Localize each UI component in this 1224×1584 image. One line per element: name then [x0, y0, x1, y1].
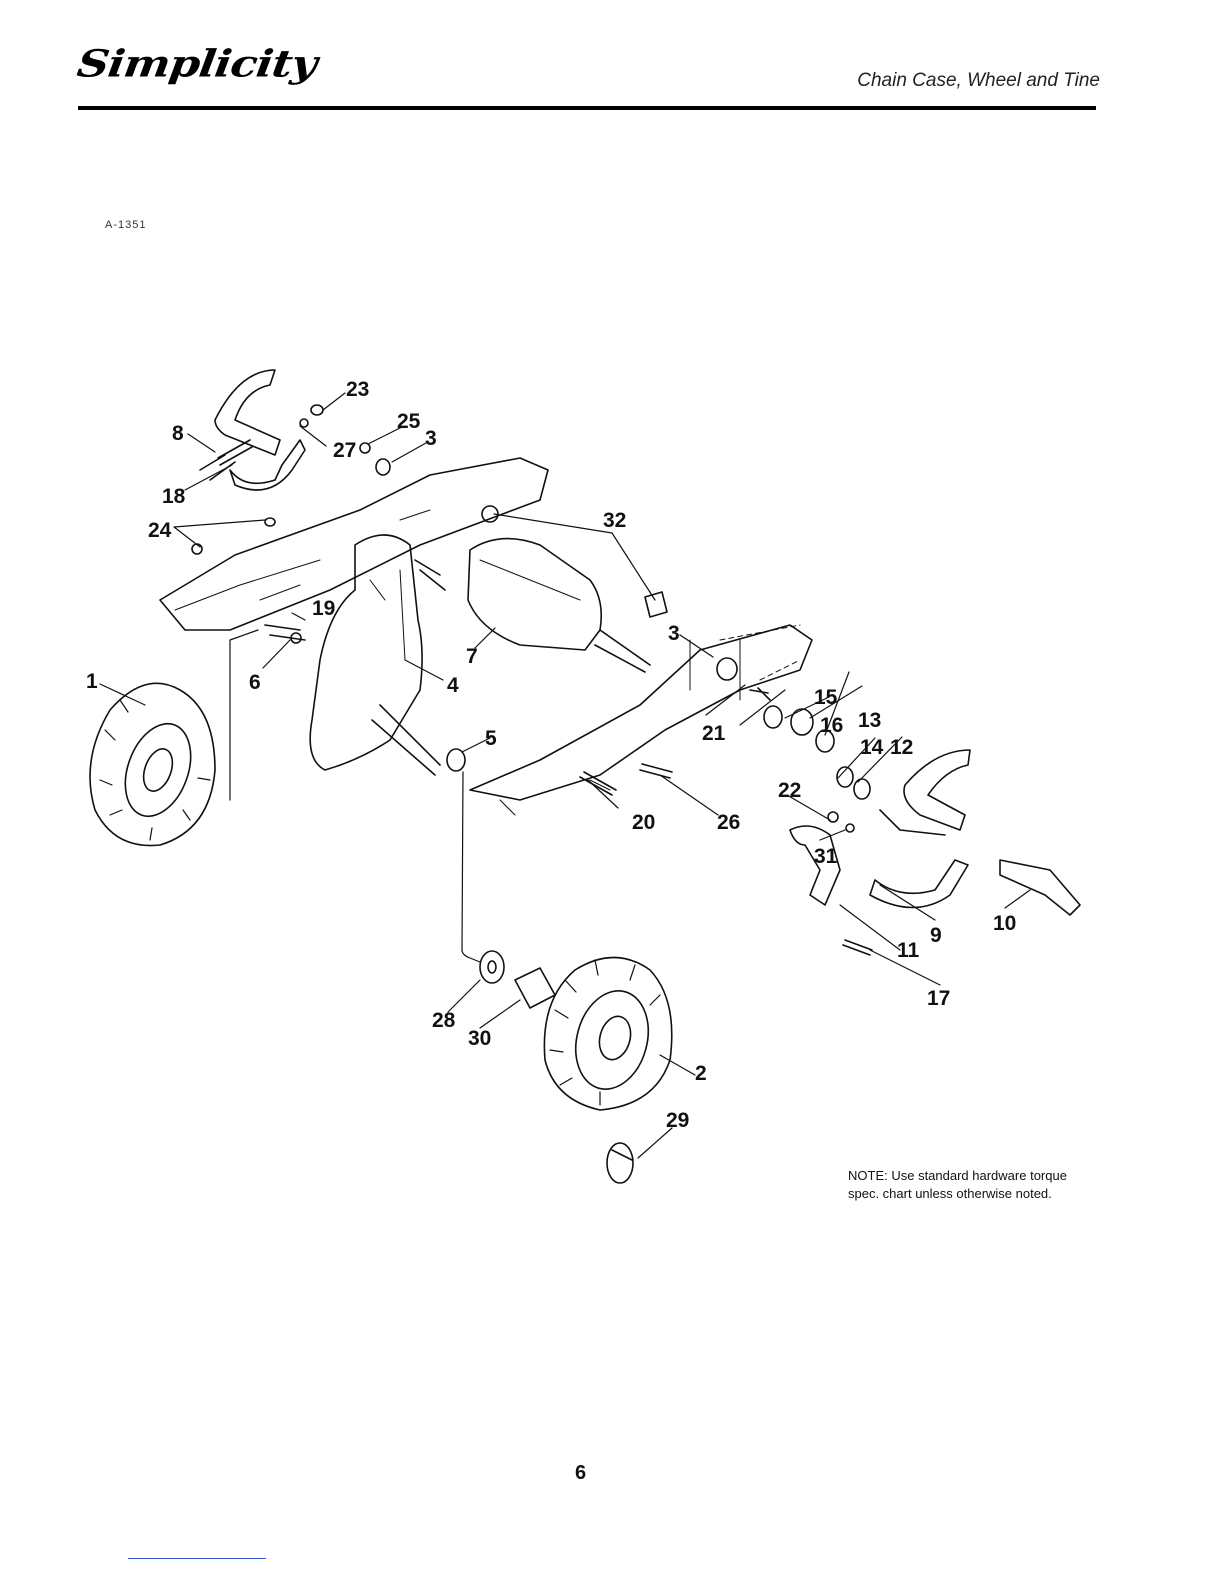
callout-3a: 3	[425, 427, 437, 450]
right-wheel-part	[544, 958, 671, 1111]
callout-22: 22	[778, 779, 801, 802]
callout-4: 4	[447, 674, 459, 697]
spacer-part	[515, 968, 555, 1008]
callout-25: 25	[397, 410, 421, 433]
callout-19: 19	[312, 597, 335, 620]
callout-2: 2	[695, 1062, 707, 1085]
callout-3b: 3	[668, 622, 680, 645]
left-wheel-part	[90, 683, 215, 845]
callout-20: 20	[632, 811, 655, 834]
callout-30: 30	[468, 1027, 491, 1050]
frame-plate-part	[160, 458, 548, 630]
callout-31: 31	[814, 845, 838, 868]
page-number: 6	[575, 1462, 586, 1485]
callout-12: 12	[890, 736, 913, 759]
callout-7: 7	[466, 645, 478, 668]
cover-part	[468, 539, 601, 650]
callout-18: 18	[162, 485, 186, 508]
callout-5: 5	[485, 727, 497, 750]
callout-27: 27	[333, 439, 356, 462]
callout-8: 8	[172, 422, 184, 445]
torque-note: NOTE: Use standard hardware torque spec.…	[848, 1167, 1088, 1203]
callout-1: 1	[86, 670, 98, 693]
callout-26: 26	[717, 811, 740, 834]
callout-28: 28	[432, 1009, 456, 1032]
callout-17: 17	[927, 987, 950, 1010]
tine-bar-part	[1000, 860, 1080, 915]
tine-right-part	[870, 750, 970, 908]
callout-11: 11	[897, 939, 920, 962]
callout-23: 23	[346, 378, 369, 401]
washer-part	[480, 951, 504, 983]
clip-part	[607, 1143, 633, 1183]
callout-14: 14	[860, 736, 884, 759]
callout-32: 32	[603, 509, 626, 532]
callout-29: 29	[666, 1109, 689, 1132]
callout-16: 16	[820, 714, 843, 737]
tine-top-left-part	[200, 370, 305, 490]
callout-10: 10	[993, 912, 1016, 935]
callout-21: 21	[702, 722, 726, 745]
callout-13: 13	[858, 709, 881, 732]
callout-24: 24	[148, 519, 172, 542]
callout-15: 15	[814, 686, 838, 709]
bottom-link-rule	[128, 1558, 266, 1559]
right-frame-part	[470, 625, 812, 800]
callout-9: 9	[930, 924, 942, 947]
callout-6: 6	[249, 671, 261, 694]
chain-case-part	[310, 535, 422, 770]
